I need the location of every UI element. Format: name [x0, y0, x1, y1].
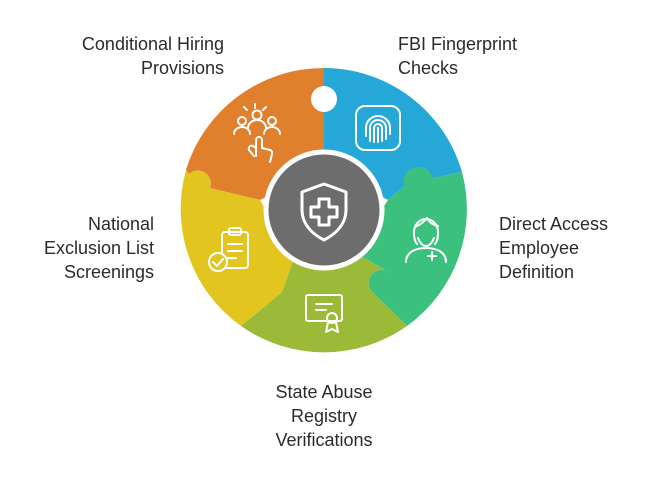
- label-national-exclusion: National Exclusion List Screenings: [43, 214, 154, 282]
- segment-national: [180, 170, 294, 326]
- center-circle: [263, 149, 385, 271]
- segment-state: [241, 252, 407, 353]
- label-fbi-fingerprint: FBI Fingerprint Checks: [398, 34, 518, 78]
- segment-direct: [354, 166, 467, 326]
- label-direct-access: Direct Access Employee Definition: [499, 214, 609, 282]
- fingerprint-icon: [355, 105, 401, 151]
- label-conditional-hiring: Conditional Hiring Provisions: [81, 34, 224, 78]
- certificate-icon: [305, 294, 343, 333]
- clipboard-check-icon: [208, 227, 249, 272]
- medical-shield-icon: [300, 182, 348, 242]
- label-state-abuse: State Abuse Registry Verifications: [275, 382, 373, 450]
- nurse-icon: [405, 217, 447, 263]
- group-hand-icon: [233, 103, 281, 163]
